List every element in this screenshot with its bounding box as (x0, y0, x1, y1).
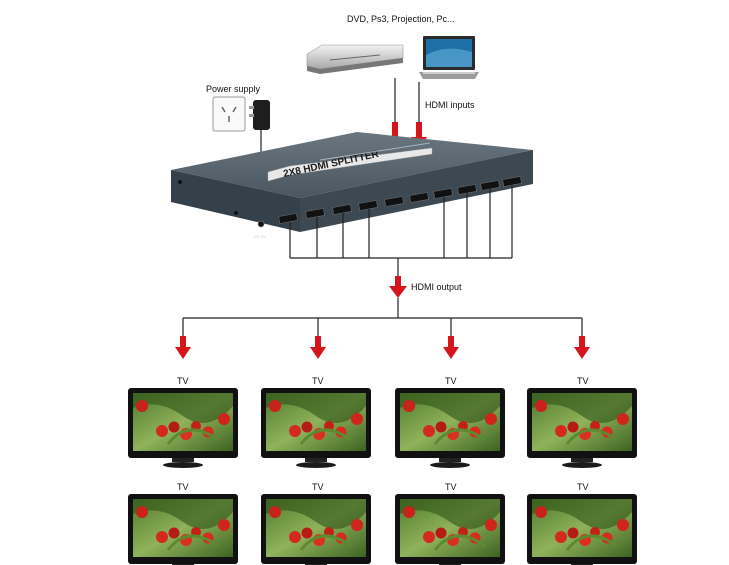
wall-socket (212, 96, 246, 132)
hdmi-output-label: HDMI output (411, 282, 462, 292)
output-wires (289, 185, 513, 276)
dc-port-label: DC 5V (254, 234, 266, 239)
tv-label: TV (577, 376, 589, 386)
tv-2: TV (259, 376, 373, 470)
tv-label: TV (445, 482, 457, 492)
tv-5: TV (126, 482, 240, 565)
tv-4: TV (525, 376, 639, 470)
tv-8: TV (525, 482, 639, 565)
power-adapter (249, 100, 270, 130)
tv-1: TV (126, 376, 240, 470)
tv-label: TV (177, 376, 189, 386)
tv-label: TV (445, 376, 457, 386)
tv-label: TV (577, 482, 589, 492)
hdmi-splitter-device: 2X8 HDMI SPLITTER DC 5V (171, 132, 533, 239)
power-supply-label: Power supply (206, 84, 261, 94)
output-arrow (389, 276, 407, 298)
tv-6: TV (259, 482, 373, 565)
sources-label: DVD, Ps3, Projection, Pc... (347, 14, 455, 24)
tv-label: TV (312, 482, 324, 492)
dvd-player (306, 44, 404, 74)
tv-label: TV (312, 376, 324, 386)
hdmi-inputs-label: HDMI inputs (425, 100, 475, 110)
laptop (419, 36, 479, 79)
tv-3: TV (393, 376, 507, 470)
tv-branch-arrows (175, 318, 590, 359)
tv-label: TV (177, 482, 189, 492)
tv-7: TV (393, 482, 507, 565)
